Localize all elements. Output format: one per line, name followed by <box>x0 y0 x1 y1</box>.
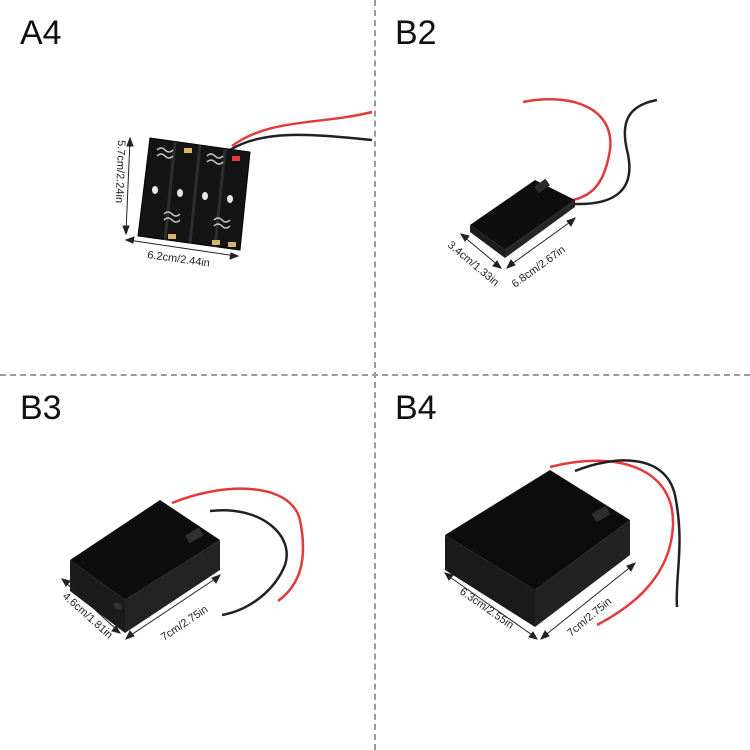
battery-holder-b3-photo: 4.6cm/1.81in 7cm/2.75in <box>60 487 305 643</box>
power-switch <box>185 527 204 544</box>
power-switch <box>533 178 551 194</box>
power-switch <box>591 505 611 523</box>
dimension-arrows <box>122 136 240 260</box>
battery-holder-b4-photo: 6.3cm/2.55in 7cm/2.75in <box>443 459 681 640</box>
black-wire <box>229 133 373 152</box>
panel-a4: A4 <box>0 0 375 375</box>
red-wire <box>522 98 612 202</box>
dimension-arrows <box>443 562 637 640</box>
open-battery-holder <box>137 137 251 251</box>
red-wire <box>231 110 373 148</box>
battery-holder-b2-photo: 3.4cm/1.33in 6.8cm/2.67in <box>445 98 658 291</box>
closed-battery-box <box>70 500 220 633</box>
panel-label: A4 <box>20 14 62 52</box>
black-wire <box>574 98 658 206</box>
panel-label: B3 <box>20 389 62 427</box>
panel-b2: B2 3.4cm/1.33in 6.8cm/2.67in <box>375 0 750 375</box>
red-wire <box>171 487 305 603</box>
black-wire <box>574 459 681 608</box>
black-wire <box>209 508 288 617</box>
panel-b4: B4 6.3cm/2.55in 7cm/2.75in <box>375 375 750 750</box>
panel-label: B4 <box>395 389 437 427</box>
battery-holder-a4-photo: 5.7cm/2.24in 6.2cm/2.44in <box>113 110 373 270</box>
width-dimension-label: 6.2cm/2.44in <box>147 249 211 270</box>
panel-label: B2 <box>395 14 437 52</box>
panel-b3: B3 4.6cm/1.81in 7cm/2.75in <box>0 375 375 750</box>
length-dimension-label: 7cm/2.75in <box>565 596 614 640</box>
length-dimension-label: 7cm/2.75in <box>159 603 210 643</box>
closed-battery-box <box>470 178 575 258</box>
height-dimension-label: 5.7cm/2.24in <box>113 140 127 203</box>
red-wire <box>549 459 675 627</box>
dimension-arrows <box>60 574 222 640</box>
closed-battery-box <box>445 470 630 627</box>
length-dimension-label: 6.8cm/2.67in <box>510 244 568 291</box>
dimension-arrows <box>459 217 577 269</box>
horizontal-divider <box>0 374 750 376</box>
